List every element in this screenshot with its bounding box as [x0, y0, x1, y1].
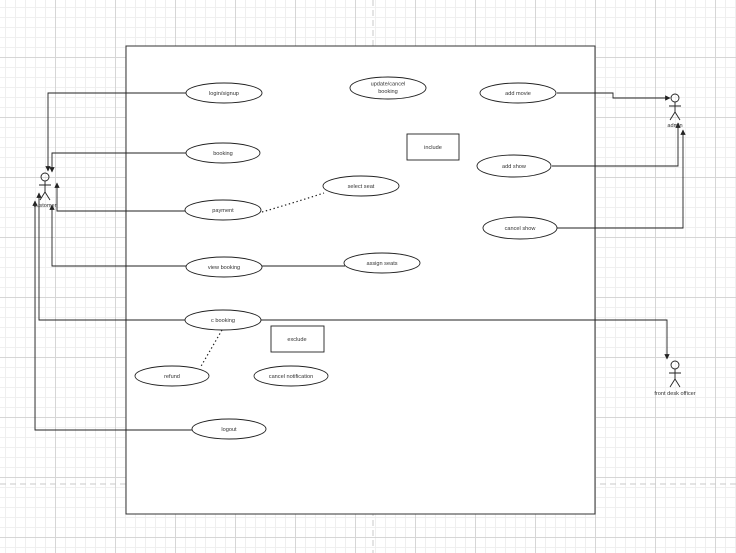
usecase-refund-label: refund — [164, 374, 180, 380]
actor-customer[interactable]: customer — [33, 172, 57, 209]
usecase-cancel-show[interactable]: cancel show — [482, 216, 558, 240]
usecase-booking-label: booking — [213, 151, 233, 157]
usecase-update-cancel-booking[interactable]: update/cancel booking — [349, 76, 427, 100]
exclude-label: exclude — [287, 337, 306, 343]
actor-front-desk-body — [669, 369, 681, 388]
usecase-refund[interactable]: refund — [134, 365, 210, 387]
usecase-cancel-notification[interactable]: cancel notification — [253, 365, 329, 387]
actor-admin-head — [670, 93, 680, 103]
usecase-c-booking-label: c booking — [211, 318, 235, 324]
include-label: include — [424, 145, 442, 151]
dotted-link-cbooking-refund[interactable] — [199, 329, 223, 369]
system-boundary[interactable] — [125, 45, 596, 515]
actor-admin-body — [669, 102, 681, 121]
usecase-add-movie-label: add movie — [505, 91, 531, 97]
connector-cbooking-frontdesk[interactable] — [261, 319, 670, 360]
usecase-payment[interactable]: payment — [184, 199, 262, 221]
actor-customer-head — [40, 172, 50, 182]
usecase-update-cancel-label-line2: booking — [378, 89, 398, 95]
actor-admin[interactable]: admin — [667, 93, 683, 129]
usecase-cancel-show-label: cancel show — [505, 226, 537, 232]
connector-addmovie-admin[interactable] — [557, 92, 671, 101]
include-box[interactable]: include — [406, 133, 460, 161]
usecase-c-booking[interactable]: c booking — [184, 309, 262, 331]
usecase-add-show-label: add show — [502, 164, 527, 170]
usecase-cancel-notification-label: cancel notification — [269, 374, 313, 380]
usecase-logout-label: logout — [221, 427, 237, 433]
connector-payment-customer[interactable] — [54, 182, 187, 212]
usecase-select-seat-label: select seat — [348, 184, 375, 190]
usecase-assign-seats-label: assign seats — [366, 261, 397, 267]
usecase-logout[interactable]: logout — [191, 418, 267, 440]
usecase-add-movie[interactable]: add movie — [479, 82, 557, 104]
usecase-assign-seats[interactable]: assign seats — [343, 252, 421, 274]
usecase-select-seat[interactable]: select seat — [322, 175, 400, 197]
usecase-login[interactable]: login/signup — [185, 82, 263, 104]
exclude-box[interactable]: exclude — [270, 325, 325, 353]
connector-login-customer[interactable] — [45, 92, 187, 172]
connector-booking-customer[interactable] — [49, 152, 187, 173]
usecase-update-cancel-label-line1: update/cancel — [371, 82, 406, 88]
actor-front-desk-officer[interactable]: front desk officer — [654, 360, 696, 397]
dotted-link-payment-selectseat[interactable] — [261, 192, 325, 213]
connector-cbooking-customer[interactable] — [36, 192, 187, 321]
actor-customer-body — [39, 181, 51, 201]
actor-admin-label: admin — [667, 123, 682, 129]
usecase-booking[interactable]: booking — [185, 142, 261, 164]
connector-logout-customer[interactable] — [32, 200, 193, 431]
actor-customer-label: customer — [33, 203, 56, 209]
usecase-add-show[interactable]: add show — [476, 154, 552, 178]
usecase-view-booking[interactable]: view booking — [185, 256, 263, 278]
actor-front-desk-label: front desk officer — [654, 391, 695, 397]
connector-addshow-admin[interactable] — [552, 122, 681, 167]
usecase-login-label: login/signup — [209, 91, 239, 97]
usecase-view-booking-label: view booking — [208, 265, 240, 271]
actor-front-desk-head — [670, 360, 680, 370]
connector-cancelshow-admin[interactable] — [557, 129, 686, 229]
usecase-payment-label: payment — [212, 208, 234, 214]
